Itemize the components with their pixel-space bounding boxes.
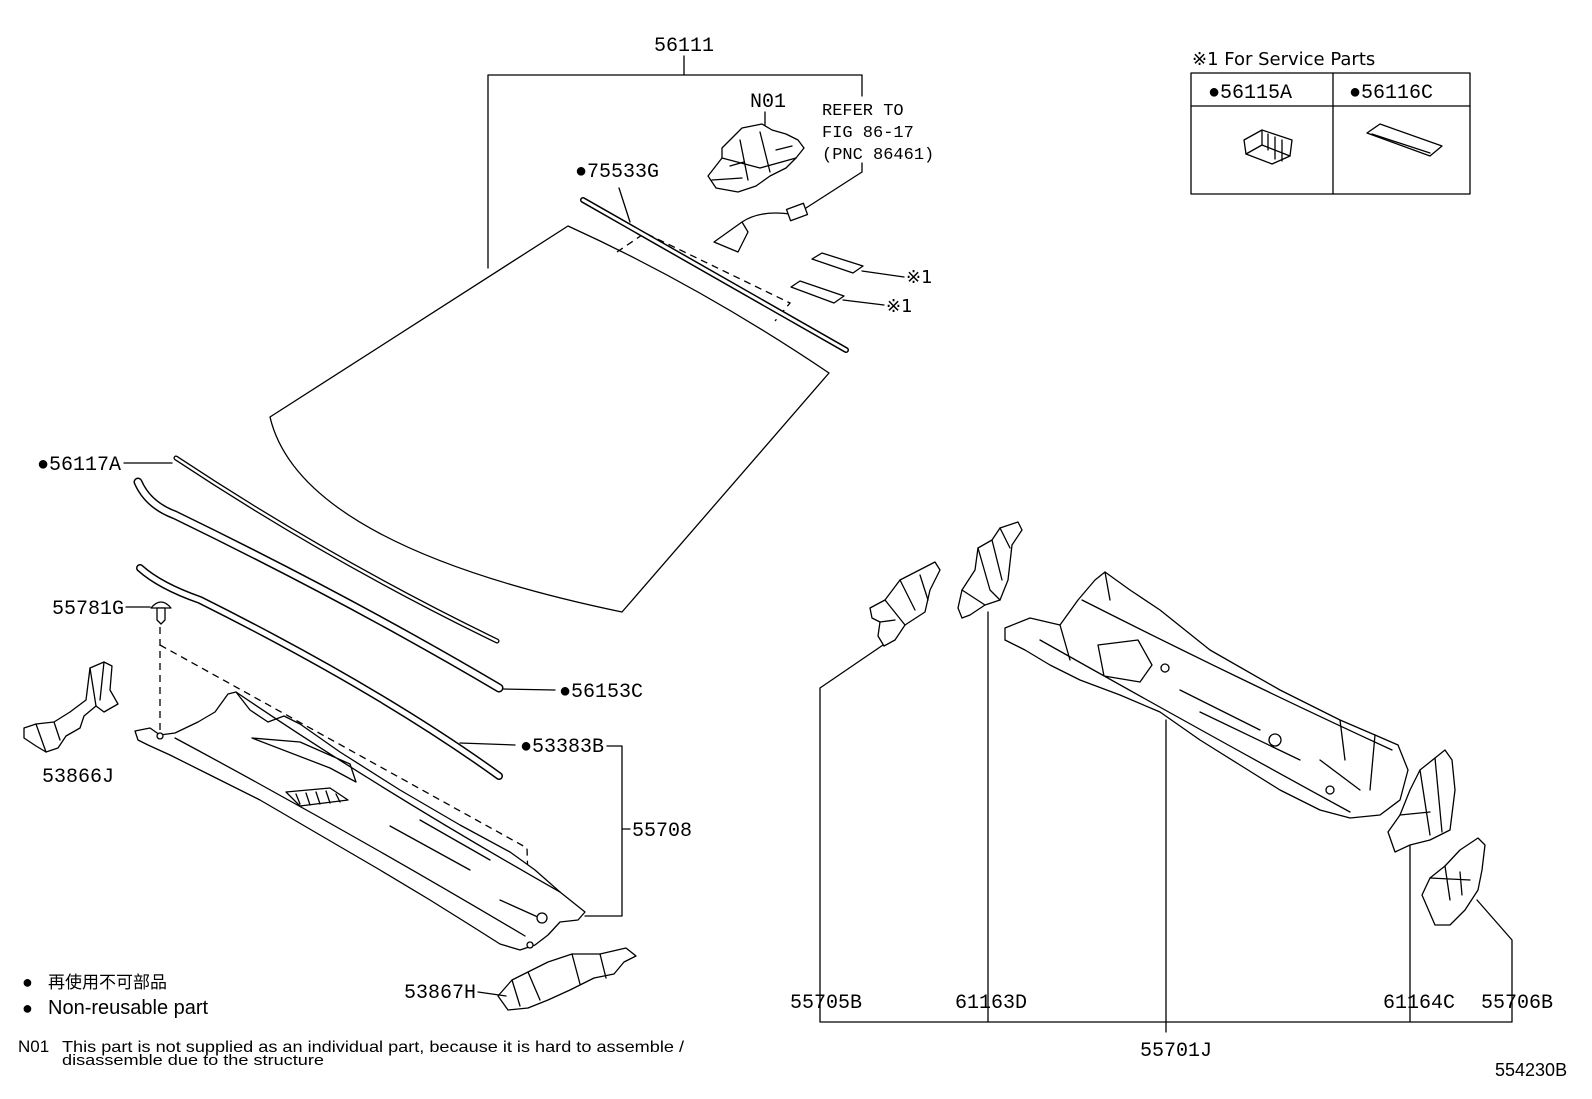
legend-bullet-1: ● <box>22 972 33 992</box>
callout-n01: N01 <box>750 91 786 114</box>
bracket-55705b <box>869 561 941 647</box>
figure-number: 554230B <box>1495 1060 1567 1080</box>
legend-text-en: Non-reusable part <box>48 997 209 1019</box>
cowl-panel-detail <box>174 691 561 937</box>
cowl-hole-left <box>156 732 164 740</box>
molding-strip-75533g-inner <box>581 198 848 352</box>
bracket-61164c-detail <box>1399 757 1443 836</box>
legend-text-jp: 再使用不可部品 <box>48 972 167 993</box>
bracket-61164c <box>1387 749 1456 853</box>
windshield-group: 56111 ●75533G N01 REFER TO FIG 86-17 (PN… <box>269 35 934 613</box>
harness-connector <box>785 202 809 222</box>
seal-strip-53383b-inner <box>137 565 502 779</box>
duct-53867h <box>497 947 637 1011</box>
callout-55705b: 55705B <box>790 992 862 1015</box>
service-part-clip-icon-detail <box>1245 129 1291 162</box>
clip-55781g-head <box>150 601 172 609</box>
leader-75533g <box>618 187 631 223</box>
footnote: N01 This part is not supplied as an indi… <box>18 1037 685 1069</box>
callout-61164c: 61164C <box>1383 992 1455 1015</box>
service-part-label-1: ●56115A <box>1208 82 1292 105</box>
dash-panel-group: 55705B 61163D 61164C 55706B 55701J <box>790 521 1553 1063</box>
callout-53383b: ●53383B <box>520 736 604 759</box>
service-parts-box: ※1 For Service Parts ●56115A ●56116C <box>1190 49 1471 195</box>
bracket-55705b-detail <box>879 574 929 626</box>
refer-line-1: REFER TO <box>822 102 904 121</box>
callout-56111: 56111 <box>654 35 714 58</box>
service-parts-title: ※1 For Service Parts <box>1192 49 1375 70</box>
duct-53867h-detail <box>511 953 607 1007</box>
bracket-55706b <box>1421 837 1486 926</box>
dash-panel-55701j <box>1004 571 1409 819</box>
duct-53866j-detail <box>35 661 105 753</box>
refer-line-3: (PNC 86461) <box>822 146 934 165</box>
bracket-56111 <box>487 55 863 269</box>
cowl-hole-right <box>526 941 534 949</box>
bracket-55706b-detail <box>1429 865 1471 901</box>
leader-service-a <box>861 270 905 278</box>
refer-line-2: FIG 86-17 <box>822 124 914 143</box>
leader-53383b <box>459 742 516 746</box>
legend: ● 再使用不可部品 ● Non-reusable part <box>22 972 209 1019</box>
dash-panel-hole-2 <box>1160 663 1170 673</box>
callout-53866j: 53866J <box>42 766 114 789</box>
dash-panel-detail <box>1039 571 1393 813</box>
callout-75533g: ●75533G <box>575 161 659 184</box>
dam-strip-56117a-inner <box>174 456 499 643</box>
leaders-dash-panel <box>819 611 1513 1033</box>
service-mark-b: ※1 <box>886 296 913 317</box>
service-strip-b <box>790 280 845 304</box>
harness-wire <box>741 212 791 223</box>
footnote-line-1: This part is not supplied as an individu… <box>62 1039 685 1056</box>
sensor-bracket-detail <box>711 131 797 181</box>
service-part-strip-icon-detail <box>1371 133 1431 154</box>
leader-56153c <box>502 688 556 691</box>
bracket-55708 <box>584 745 631 917</box>
callout-55708: 55708 <box>632 820 692 843</box>
leader-service-b <box>842 299 885 306</box>
sensor-bracket <box>707 123 805 193</box>
service-mark-a: ※1 <box>906 267 933 288</box>
harness-clip <box>713 221 749 253</box>
callout-56117a: ●56117A <box>37 454 121 477</box>
service-part-strip-icon <box>1366 123 1443 157</box>
weatherstrip-56153c-inner <box>135 479 502 691</box>
callout-53867h: 53867H <box>404 982 476 1005</box>
service-parts-table <box>1190 72 1471 195</box>
footnote-code: N01 <box>18 1037 49 1056</box>
footnote-line-2: disassemble due to the structure <box>62 1052 324 1069</box>
dash-panel-hole-1 <box>1268 733 1282 747</box>
clip-55781g-shank <box>156 607 166 625</box>
callout-61163d: 61163D <box>955 992 1027 1015</box>
callout-55701j: 55701J <box>1140 1040 1212 1063</box>
service-strip-a <box>811 252 864 274</box>
callout-56153c: ●56153C <box>559 681 643 704</box>
cowl-panel-55708 <box>134 691 586 951</box>
bracket-61163d-detail <box>961 527 1011 606</box>
callout-55706b: 55706B <box>1481 992 1553 1015</box>
service-part-label-2: ●56116C <box>1349 82 1433 105</box>
service-parts-dividers <box>1190 72 1471 195</box>
duct-53866j <box>23 661 119 753</box>
cowl-hole-mid <box>536 912 548 924</box>
legend-bullet-2: ● <box>22 998 33 1018</box>
cowl-group: ●56117A ●56153C ●53383B 55708 55781G 538… <box>23 454 692 1011</box>
bracket-61163d <box>957 521 1023 619</box>
callout-55781g: 55781G <box>52 598 124 621</box>
windshield-glass <box>269 225 830 613</box>
leader-53867h <box>477 991 507 997</box>
dash-panel-hole-3 <box>1325 785 1335 795</box>
